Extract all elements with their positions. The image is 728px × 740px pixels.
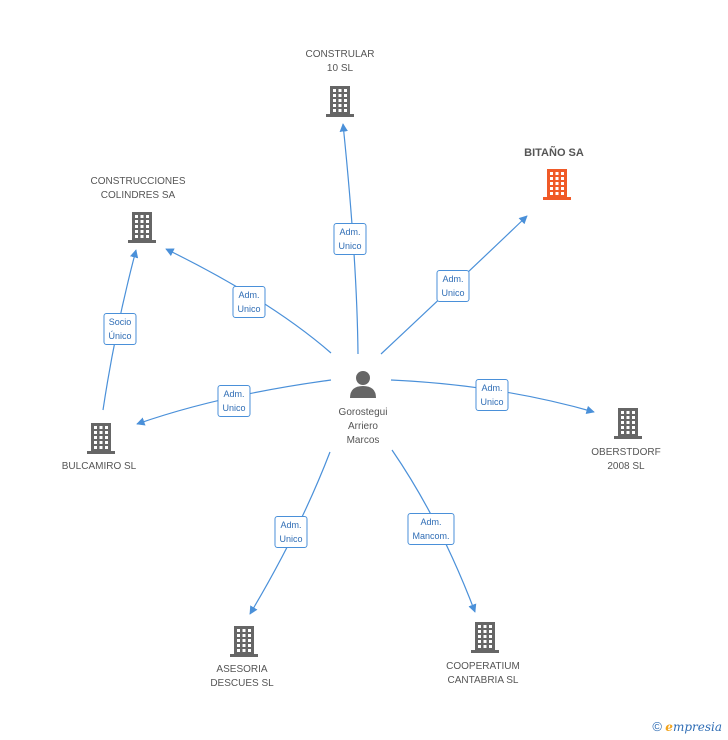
- building-icon-bulcamiro[interactable]: [85, 421, 117, 460]
- edge-label-center-cooperatium[interactable]: Adm.Mancom.: [407, 513, 455, 545]
- building-icon-construcciones[interactable]: [126, 210, 158, 249]
- edge-label-center-bitano[interactable]: Adm.Unico: [436, 270, 470, 302]
- building-icon-asesoria[interactable]: [228, 624, 260, 663]
- edge-label-center-bulcamiro[interactable]: Adm.Unico: [217, 385, 251, 417]
- edge-label-center-oberstdorf[interactable]: Adm.Unico: [475, 379, 509, 411]
- edge-label-center-asesoria[interactable]: Adm.Unico: [274, 516, 308, 548]
- building-icon-cooperatium[interactable]: [469, 620, 501, 659]
- edge-label-center-constrular[interactable]: Adm.Unico: [333, 223, 367, 255]
- building-icon-constrular[interactable]: [324, 84, 356, 123]
- edge-label-center-construcciones[interactable]: Adm.Unico: [232, 286, 266, 318]
- person-icon[interactable]: [348, 369, 378, 404]
- footer: © empresia: [652, 719, 722, 734]
- brand-logo: empresia: [665, 720, 722, 734]
- copyright-icon: ©: [652, 719, 662, 734]
- company-label-bulcamiro[interactable]: BULCAMIRO SL: [61, 461, 137, 472]
- company-label-bitano[interactable]: BITAÑO SA: [524, 147, 584, 159]
- building-icon-oberstdorf[interactable]: [612, 406, 644, 445]
- building-icon-bitano[interactable]: [541, 167, 573, 206]
